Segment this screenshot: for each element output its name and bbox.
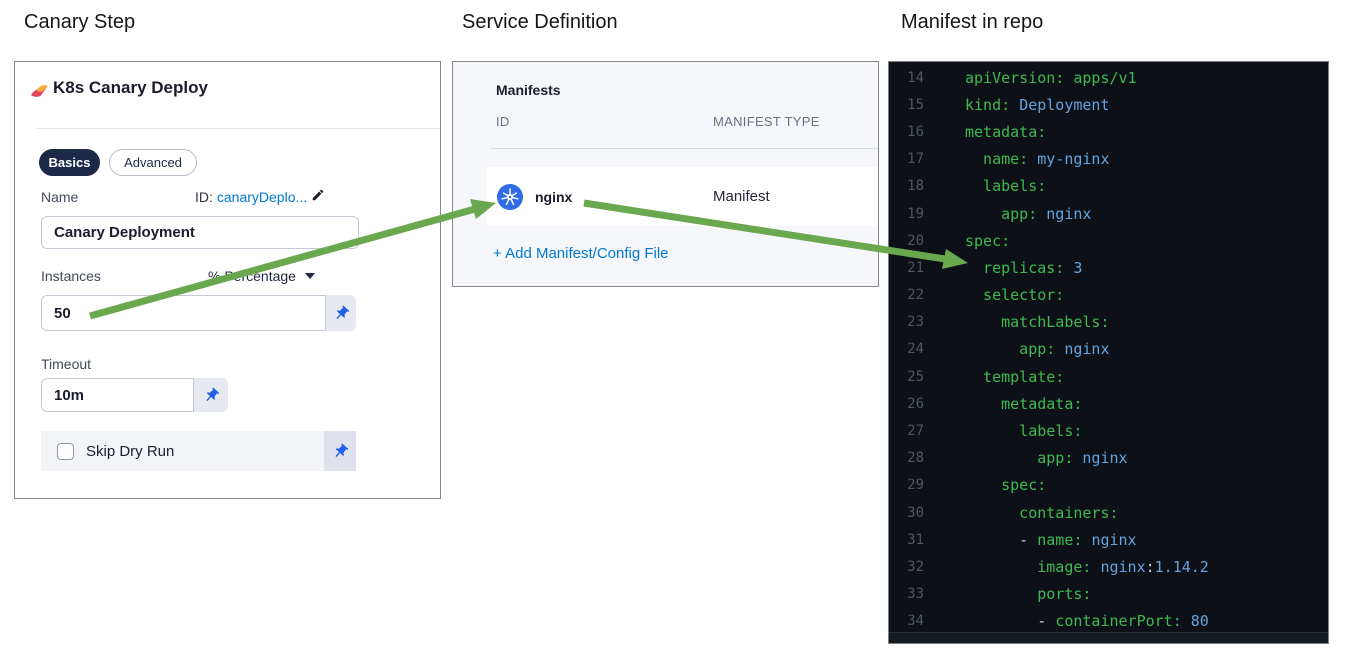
pin-icon bbox=[335, 443, 348, 457]
line-number: 31 bbox=[907, 531, 924, 548]
instances-input[interactable] bbox=[41, 295, 326, 331]
add-manifest-link[interactable]: + Add Manifest/Config File bbox=[493, 245, 669, 262]
skip-dry-run-checkbox[interactable] bbox=[57, 442, 74, 460]
code-line-21: 21 replicas: 3 bbox=[889, 254, 1328, 281]
line-number: 29 bbox=[907, 477, 924, 494]
code-scrollbar-track[interactable] bbox=[889, 632, 1328, 643]
code-line-23: 23 matchLabels: bbox=[889, 309, 1328, 336]
header-divider bbox=[37, 128, 440, 129]
tab-basics[interactable]: Basics bbox=[39, 149, 100, 176]
id-prefix: ID: bbox=[195, 188, 213, 205]
section-title-manifest-in-repo: Manifest in repo bbox=[901, 11, 1044, 33]
instances-unit-label: % Percentage bbox=[208, 268, 296, 284]
pin-icon bbox=[206, 387, 219, 401]
line-number: 27 bbox=[907, 423, 924, 440]
column-header-id: ID bbox=[496, 114, 510, 129]
line-number: 15 bbox=[907, 96, 924, 113]
line-number: 22 bbox=[907, 287, 924, 304]
code-line-24: 24 app: nginx bbox=[889, 336, 1328, 363]
instances-label: Instances bbox=[41, 268, 101, 284]
line-number: 21 bbox=[907, 259, 924, 276]
line-number: 18 bbox=[907, 178, 924, 195]
timeout-input[interactable] bbox=[41, 378, 194, 412]
code-line-30: 30 containers: bbox=[889, 499, 1328, 526]
manifest-id: nginx bbox=[535, 188, 573, 205]
code-line-17: 17 name: my-nginx bbox=[889, 146, 1328, 173]
line-number: 16 bbox=[907, 123, 924, 140]
service-definition-panel: Manifests ID MANIFEST TYPE bbox=[452, 61, 879, 287]
code-line-34: 34 - containerPort: 80 bbox=[889, 608, 1328, 635]
skip-dry-run-label: Skip Dry Run bbox=[86, 442, 175, 460]
line-number: 19 bbox=[907, 205, 924, 222]
name-input[interactable] bbox=[41, 216, 359, 249]
code-line-31: 31 - name: nginx bbox=[889, 526, 1328, 553]
table-header-divider bbox=[491, 148, 878, 149]
tab-advanced[interactable]: Advanced bbox=[109, 149, 197, 176]
line-number: 28 bbox=[907, 450, 924, 467]
code-line-32: 32 image: nginx:1.14.2 bbox=[889, 553, 1328, 580]
section-title-service-definition: Service Definition bbox=[462, 11, 618, 33]
timeout-label: Timeout bbox=[41, 356, 92, 372]
line-number: 32 bbox=[907, 558, 924, 575]
code-line-29: 29 spec: bbox=[889, 472, 1328, 499]
column-header-manifest-type: MANIFEST TYPE bbox=[713, 114, 820, 129]
line-number: 24 bbox=[907, 341, 924, 358]
timeout-pin-button[interactable] bbox=[194, 378, 228, 412]
line-number: 30 bbox=[907, 504, 924, 521]
line-number: 33 bbox=[907, 586, 924, 603]
chevron-down-icon bbox=[304, 273, 315, 279]
line-number: 23 bbox=[907, 314, 924, 331]
code-line-25: 25 template: bbox=[889, 363, 1328, 390]
pin-icon bbox=[336, 305, 349, 319]
edit-id-icon[interactable] bbox=[311, 188, 325, 205]
code-line-22: 22 selector: bbox=[889, 282, 1328, 309]
instances-unit-dropdown[interactable]: % Percentage bbox=[208, 268, 315, 284]
manifest-table-row[interactable]: nginx Manifest bbox=[487, 167, 878, 226]
instances-pin-button[interactable] bbox=[326, 295, 356, 331]
line-number: 34 bbox=[907, 613, 924, 630]
step-title: K8s Canary Deploy bbox=[53, 78, 208, 97]
code-line-28: 28 app: nginx bbox=[889, 445, 1328, 472]
code-line-18: 18 labels: bbox=[889, 173, 1328, 200]
section-title-canary-step: Canary Step bbox=[24, 11, 136, 33]
line-number: 17 bbox=[907, 151, 924, 168]
manifest-type: Manifest bbox=[713, 188, 770, 205]
line-number: 14 bbox=[907, 69, 924, 86]
canary-step-panel: K8s Canary Deploy Basics Advanced Name I… bbox=[14, 61, 441, 499]
line-number: 26 bbox=[907, 395, 924, 412]
canary-bird-icon bbox=[29, 81, 49, 101]
line-number: 20 bbox=[907, 232, 924, 249]
code-line-27: 27 labels: bbox=[889, 417, 1328, 444]
code-line-33: 33 ports: bbox=[889, 581, 1328, 608]
code-line-19: 19 app: nginx bbox=[889, 200, 1328, 227]
code-line-26: 26 metadata: bbox=[889, 390, 1328, 417]
line-number: 25 bbox=[907, 368, 924, 385]
skip-dry-run-row: Skip Dry Run bbox=[41, 431, 356, 471]
kubernetes-icon bbox=[497, 183, 523, 210]
skip-dry-run-pin-button[interactable] bbox=[324, 431, 356, 471]
manifests-heading: Manifests bbox=[496, 82, 561, 98]
name-label: Name bbox=[41, 189, 79, 205]
step-id-link[interactable]: canaryDeplo... bbox=[216, 188, 308, 205]
